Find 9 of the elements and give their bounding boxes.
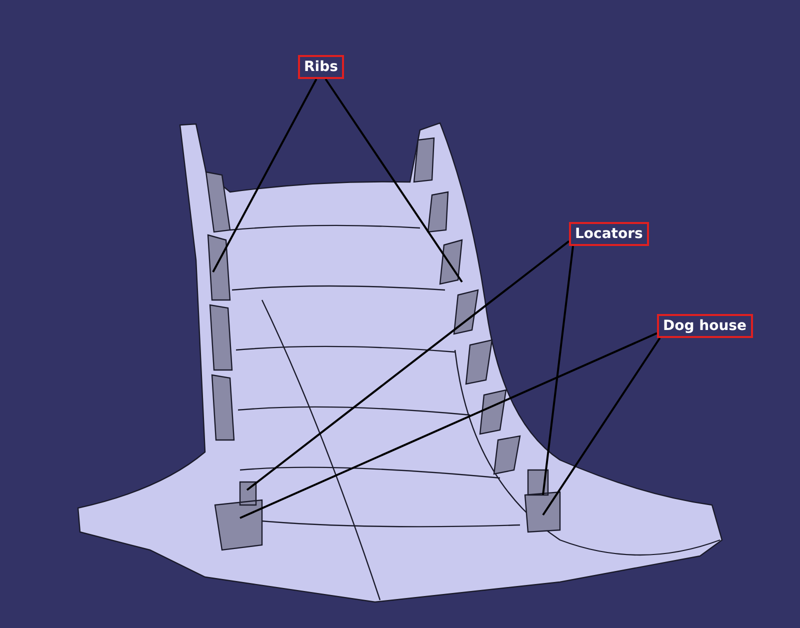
part-label: Locators [569,222,649,246]
part-label: Dog house [657,314,753,338]
leader-line [212,78,318,272]
leader-line [542,246,574,496]
leader-line [542,337,661,516]
leader-line [246,240,570,491]
part-label: Ribs [298,55,344,79]
leader-line [324,78,463,283]
leader-line [240,332,658,519]
